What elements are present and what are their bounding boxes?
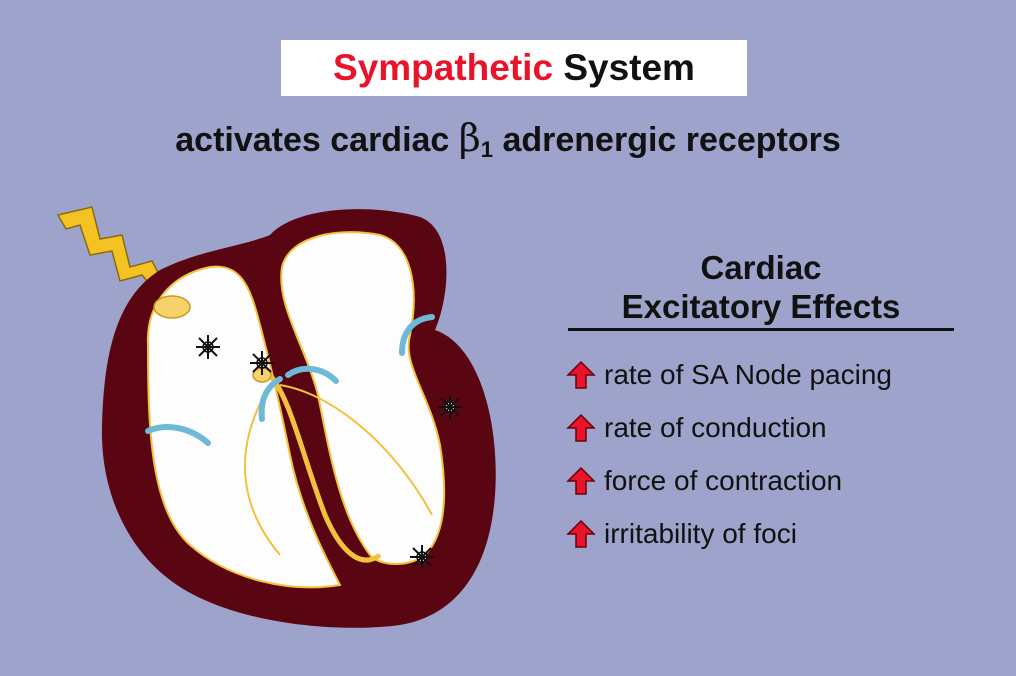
list-item: rate of SA Node pacing bbox=[566, 348, 892, 401]
list-item: force of contraction bbox=[566, 454, 892, 507]
effects-heading: Cardiac Excitatory Effects bbox=[565, 248, 957, 326]
red-up-arrow-icon bbox=[566, 360, 596, 390]
red-up-arrow-icon bbox=[566, 466, 596, 496]
focus-starburst-icon bbox=[250, 351, 274, 375]
red-up-arrow-icon bbox=[566, 519, 596, 549]
effects-heading-line1: Cardiac bbox=[565, 248, 957, 287]
effects-divider bbox=[568, 328, 954, 331]
heart-diagram bbox=[40, 195, 520, 635]
subtitle-prefix: activates cardiac bbox=[175, 121, 449, 159]
effect-label: irritability of foci bbox=[604, 518, 797, 550]
list-item: irritability of foci bbox=[566, 507, 892, 560]
effects-list: rate of SA Node pacing rate of conductio… bbox=[566, 348, 892, 560]
title-accent-word: Sympathetic bbox=[333, 47, 553, 89]
beta-symbol: β bbox=[459, 116, 481, 160]
subtitle: activates cardiac β1 adrenergic receptor… bbox=[0, 116, 1016, 163]
subtitle-suffix: adrenergic receptors bbox=[502, 121, 840, 159]
title-box: Sympathetic System bbox=[281, 40, 747, 96]
title-rest: System bbox=[563, 47, 695, 89]
focus-starburst-icon bbox=[438, 395, 462, 419]
list-item: rate of conduction bbox=[566, 401, 892, 454]
beta-subscript: 1 bbox=[481, 137, 493, 162]
effect-label: force of contraction bbox=[604, 465, 842, 497]
effect-label: rate of SA Node pacing bbox=[604, 359, 892, 391]
red-up-arrow-icon bbox=[566, 413, 596, 443]
focus-starburst-icon bbox=[196, 335, 220, 359]
focus-starburst-icon bbox=[410, 545, 434, 569]
effect-label: rate of conduction bbox=[604, 412, 827, 444]
sa-node bbox=[154, 296, 190, 318]
effects-heading-line2: Excitatory Effects bbox=[565, 287, 957, 326]
